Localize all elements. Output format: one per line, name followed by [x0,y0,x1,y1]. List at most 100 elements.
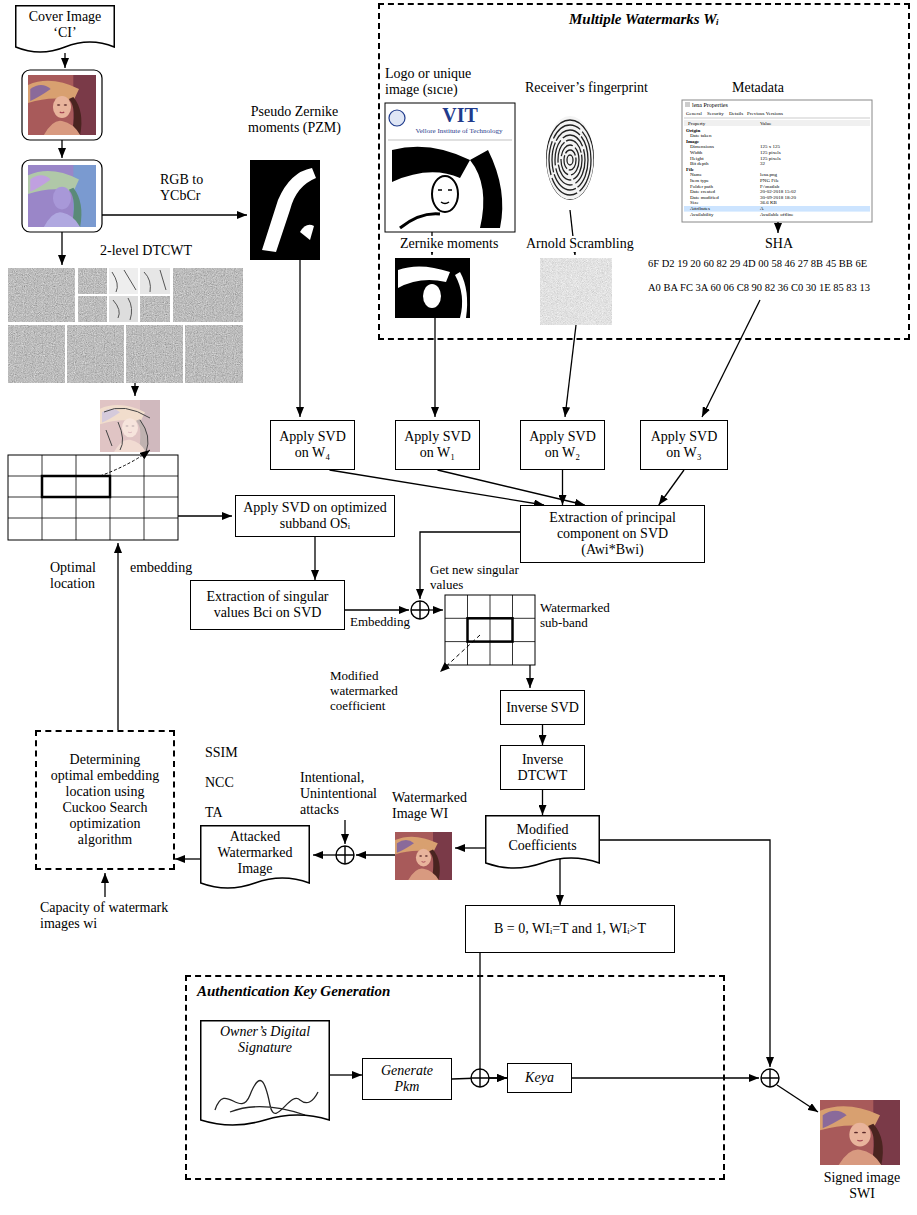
flow-wire [455,847,485,848]
box-label: Cover Image ‘CI’ [20,9,110,41]
dtcwt-subbands [173,268,243,322]
xor-operator [336,601,779,1087]
fingerprint-image [546,116,594,200]
text-label: Arnold Scrambling [524,236,636,252]
subband-grid [8,455,178,540]
signature-drawing [215,1081,318,1115]
table-cell: lena Properties [692,102,728,109]
vit-logo-image [470,150,502,228]
flow-arrow [559,859,560,905]
text-label: TA [205,805,223,821]
arnold-scrambled-image [540,258,612,325]
document-shape: Attacked Watermarked Image [200,825,310,893]
xor-operator [471,1069,489,1087]
fingerprint-image [564,150,576,170]
text-label: Signed image SWI [812,1170,912,1202]
flow-wire [61,232,62,265]
box-label: Keya [525,1070,554,1086]
flow-wire [777,1085,818,1112]
table-cell: Availability [690,212,714,218]
flow-wire [572,1077,759,1078]
table-cell: Date modified [690,195,719,201]
table-cell: 125 pixels [760,150,781,156]
vit-logo-image [400,214,440,228]
text-label: NCC [205,775,234,791]
table-cell: General [686,111,702,117]
table-cell: Value [760,121,771,127]
text-label: Pseudo Zernike moments (PZM) [242,104,347,136]
process-box: Apply SVD on W₂ [520,420,605,470]
dtcwt-subbands [140,296,170,322]
text-label: 2-level DTCWT [100,243,192,259]
text-label: Capacity of watermark images wi [40,900,175,932]
table-cell: Width [690,150,702,156]
document-outline [201,826,310,888]
box-label: Apply SVD on optimized subband OSᵢ [241,500,389,532]
box-label: Extraction of principal component on SVD… [526,510,699,558]
metadata-screenshot [684,118,870,119]
table-cell: Bit depth [690,161,708,167]
vit-logo-image [438,190,452,204]
flow-arrow [542,790,543,815]
text-label: Zernike moments [398,236,500,252]
xor-operator [336,846,354,864]
process-box: Keya [507,1063,572,1093]
zernike-image [455,272,467,318]
zernike-image [395,258,470,318]
xor-operator [471,1069,489,1087]
watermarked-subband-grid [440,635,480,672]
flow-wire [61,140,62,158]
box-label: Generate Pkm [368,1063,446,1095]
process-box: B = 0, WIᵢ=T and 1, WIᵢ>T [465,905,675,953]
text-label: RGB to YCbCr [160,172,222,204]
text-label: SHA [765,236,793,252]
dtcwt-subbands [185,325,243,383]
xor-operator [761,1069,779,1087]
table-cell: Date taken [690,133,712,139]
flow-wire [600,840,770,1067]
table-cell: File [686,167,694,173]
document-shape: Cover Image ‘CI’ [15,5,115,57]
cover-image-picture [22,70,102,140]
table-cell: Dimensions [690,144,714,150]
box-label: Attacked Watermarked Image [205,829,305,877]
table-cell: Folder path [690,184,713,190]
box-label: Apply SVD on W₄ [276,429,349,461]
document-shape: Owner’s Digital Signature [200,1020,330,1130]
box-label: Modified Coefficients [490,822,595,854]
group-heading: Multiple Watermarks Wᵢ [569,11,719,27]
box-label: Determining optimal embedding location u… [47,752,163,848]
metadata-screenshot [684,206,870,212]
flow-wire [313,854,336,855]
process-box: Apply SVD on W₄ [270,420,355,470]
flow-wire [429,609,443,610]
fingerprint-image [549,125,591,195]
pzm-image [250,160,320,260]
metadata-screenshot [682,100,872,222]
table-cell: Previous Versions [747,111,783,117]
table-cell: Security [707,111,724,117]
table-cell: 32 [760,161,765,167]
table-cell: Image [686,139,699,145]
table-cell: Date created [690,189,715,195]
logo-text: VIT [430,104,490,127]
table-cell: Height [690,156,704,162]
flow-wire [64,53,65,68]
arnold-scrambled-image [540,258,612,325]
process-box: Extraction of singular values Bci on SVD [190,580,345,630]
vit-logo-image [385,103,515,232]
metadata-screenshot [684,120,870,126]
dashed-group: Determining optimal embedding location u… [35,730,175,870]
signed-image [820,1100,900,1165]
signature-drawing [215,1081,318,1115]
fingerprint-image [567,155,573,165]
watermarked-image [395,832,452,880]
text-label: Modified watermarked coefficient [330,668,435,713]
subband-grid [8,455,178,540]
document-outline [486,816,600,868]
box-label: B = 0, WIᵢ=T and 1, WIᵢ>T [494,921,646,937]
xor-operator [761,1069,779,1087]
hash-text: 6F D2 19 20 60 82 29 4D 00 58 46 27 8B 4… [648,258,867,270]
table-cell: Details [729,111,743,117]
